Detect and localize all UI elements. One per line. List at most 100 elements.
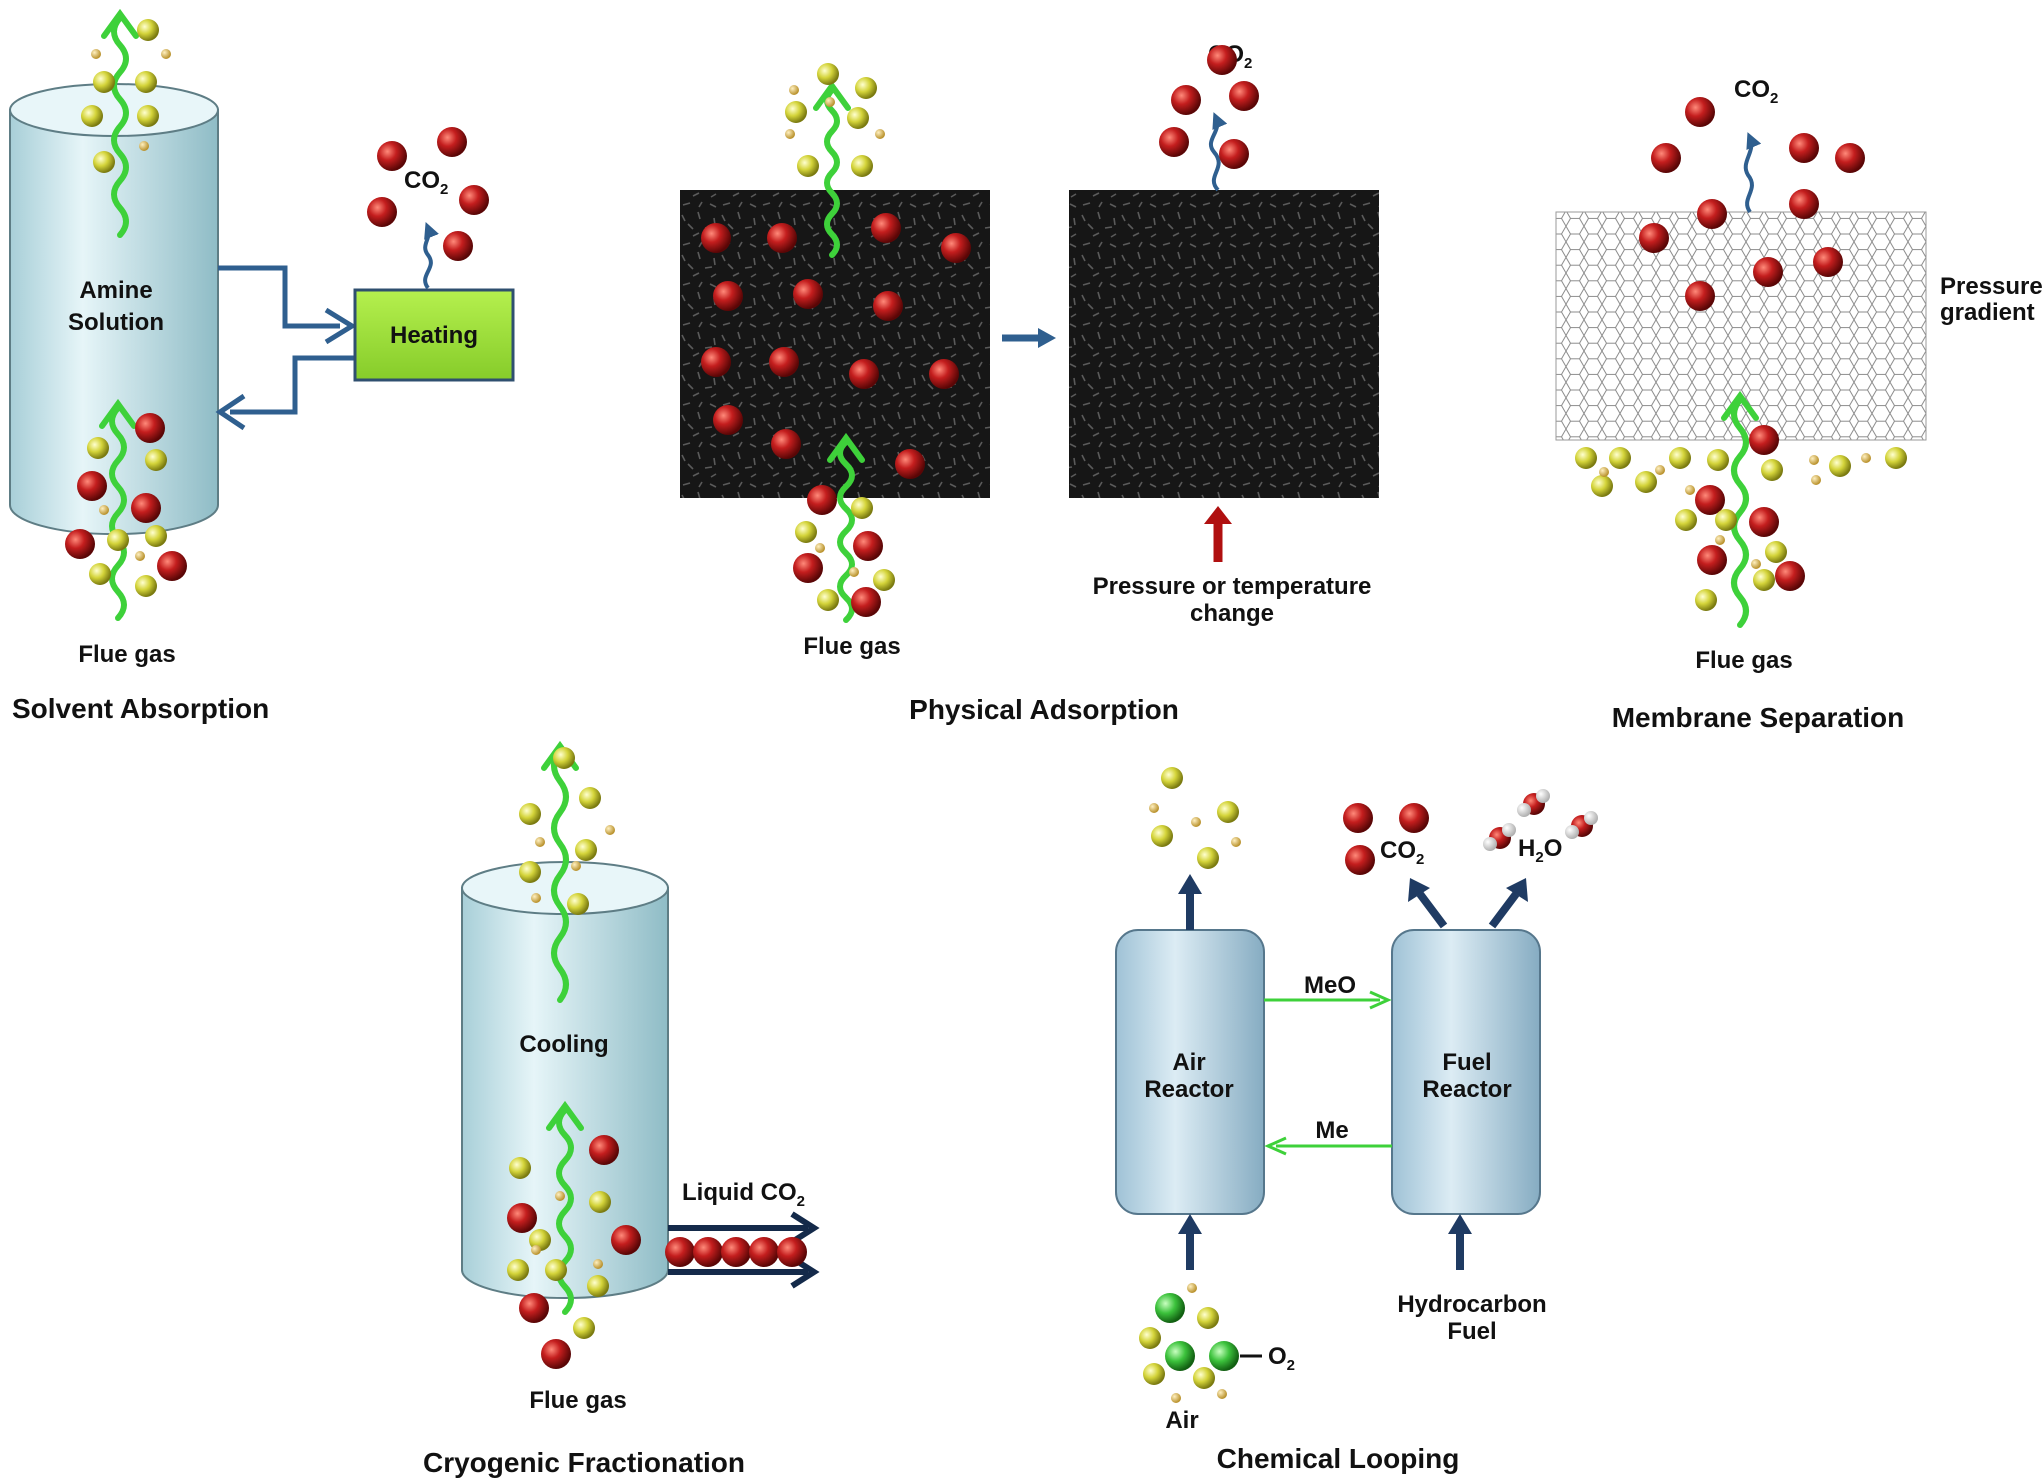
solvent-co2-label: CO2 bbox=[404, 167, 448, 198]
h2o-molecule bbox=[1483, 823, 1516, 851]
co2-molecule bbox=[807, 485, 837, 515]
co2-molecule bbox=[1789, 189, 1819, 219]
minor-gas-molecule bbox=[1811, 475, 1821, 485]
co2-molecule bbox=[1697, 199, 1727, 229]
n2-molecule bbox=[1139, 1327, 1161, 1349]
co2-molecule bbox=[665, 1237, 695, 1267]
co2-molecule bbox=[941, 233, 971, 263]
adsorption-bottom-flow-arrow bbox=[827, 432, 865, 623]
n2-molecule bbox=[795, 521, 817, 543]
co2-molecule bbox=[1343, 803, 1373, 833]
solvent-absorption-panel: Amine Solution Heating CO2 Flue gas Solv… bbox=[9, 83, 515, 724]
n2-molecule bbox=[817, 589, 839, 611]
cryogenic-fractionation-title: Cryogenic Fractionation bbox=[423, 1447, 745, 1478]
co2-molecule bbox=[1685, 281, 1715, 311]
minor-gas-molecule bbox=[1715, 535, 1725, 545]
co2-molecule bbox=[873, 291, 903, 321]
minor-gas-molecule bbox=[135, 551, 145, 561]
minor-gas-molecule bbox=[1231, 837, 1241, 847]
minor-gas-molecule bbox=[535, 837, 545, 847]
minor-gas-molecule bbox=[1149, 803, 1159, 813]
co2-molecule bbox=[377, 141, 407, 171]
air-reactor-label-line1: Air bbox=[1172, 1049, 1205, 1076]
h2o-label: H2O bbox=[1518, 835, 1562, 866]
fuel-reactor-label-line1: Fuel bbox=[1442, 1049, 1491, 1076]
co2-molecule bbox=[853, 531, 883, 561]
co2-molecule bbox=[1835, 143, 1865, 173]
co2-molecule bbox=[131, 493, 161, 523]
n2-molecule bbox=[573, 1317, 595, 1339]
minor-gas-molecule bbox=[571, 861, 581, 871]
n2-molecule bbox=[1591, 475, 1613, 497]
co2-molecule bbox=[793, 553, 823, 583]
minor-gas-molecule bbox=[1599, 467, 1609, 477]
co2-molecule bbox=[135, 413, 165, 443]
minor-gas-molecule bbox=[849, 567, 859, 577]
membrane-separation-panel: CO2 Pressure gradient Flue gas Membrane … bbox=[1555, 76, 2043, 733]
n2-molecule bbox=[545, 1259, 567, 1281]
solvent-top-flow-arrow bbox=[101, 8, 139, 238]
co2-molecule bbox=[769, 347, 799, 377]
n2-molecule bbox=[93, 151, 115, 173]
co2-molecule bbox=[713, 281, 743, 311]
o2-label: O2 bbox=[1268, 1343, 1295, 1374]
n2-molecule bbox=[873, 569, 895, 591]
minor-gas-molecule bbox=[605, 825, 615, 835]
minor-gas-molecule bbox=[1751, 559, 1761, 569]
minor-gas-molecule bbox=[161, 49, 171, 59]
co2-molecule bbox=[701, 347, 731, 377]
adsorbent-block-regenerated bbox=[1069, 190, 1379, 498]
co2-molecule bbox=[1159, 127, 1189, 157]
n2-molecule bbox=[851, 497, 873, 519]
n2-molecule bbox=[1193, 1367, 1215, 1389]
minor-gas-molecule bbox=[1191, 817, 1201, 827]
physical-adsorption-panel: Pressure or temperature change CO2 Flue … bbox=[680, 41, 1379, 725]
h2o-outlet-arrow bbox=[1488, 878, 1528, 929]
n2-molecule bbox=[93, 71, 115, 93]
n2-molecule bbox=[1151, 825, 1173, 847]
co2-outlet-arrow bbox=[1408, 878, 1448, 929]
cryogenic-flue-gas-label: Flue gas bbox=[529, 1387, 626, 1414]
n2-molecule bbox=[855, 77, 877, 99]
n2-molecule bbox=[553, 747, 575, 769]
co2-molecule bbox=[721, 1237, 751, 1267]
co2-molecule bbox=[507, 1203, 537, 1233]
minor-gas-molecule bbox=[593, 1259, 603, 1269]
fuel-inlet-arrow bbox=[1448, 1214, 1472, 1270]
n2-molecule bbox=[135, 71, 157, 93]
co2-molecule bbox=[437, 127, 467, 157]
n2-molecule bbox=[1675, 509, 1697, 531]
co2-molecule bbox=[589, 1135, 619, 1165]
co2-molecule bbox=[1697, 545, 1727, 575]
looping-co2-label: CO2 bbox=[1380, 837, 1424, 868]
chemical-looping-title: Chemical Looping bbox=[1217, 1443, 1460, 1474]
minor-gas-molecule bbox=[1187, 1283, 1197, 1293]
n2-molecule bbox=[847, 107, 869, 129]
co2-molecule bbox=[65, 529, 95, 559]
co2-molecule bbox=[871, 213, 901, 243]
n2-molecule bbox=[519, 861, 541, 883]
pipe-to-heater bbox=[218, 265, 340, 329]
o2-molecule bbox=[1209, 1341, 1239, 1371]
fuel-reactor bbox=[1391, 929, 1541, 1215]
co2-molecule bbox=[895, 449, 925, 479]
minor-gas-molecule bbox=[875, 129, 885, 139]
n2-molecule bbox=[1143, 1363, 1165, 1385]
n2-molecule bbox=[135, 575, 157, 597]
heating-label: Heating bbox=[390, 322, 478, 349]
minor-gas-molecule bbox=[1171, 1393, 1181, 1403]
co2-molecule bbox=[767, 223, 797, 253]
n2-molecule bbox=[1829, 455, 1851, 477]
h2o-molecule bbox=[1517, 789, 1550, 817]
fuel-reactor-label-line2: Reactor bbox=[1422, 1076, 1511, 1103]
minor-gas-molecule bbox=[555, 1191, 565, 1201]
minor-gas-molecule bbox=[91, 49, 101, 59]
minor-gas-molecule bbox=[1809, 455, 1819, 465]
air-label: Air bbox=[1165, 1407, 1198, 1434]
minor-gas-molecule bbox=[785, 129, 795, 139]
heating-box bbox=[353, 288, 515, 382]
n2-molecule bbox=[1669, 447, 1691, 469]
gas-flow-arrows bbox=[99, 8, 1759, 1315]
minor-gas-molecule bbox=[825, 97, 835, 107]
